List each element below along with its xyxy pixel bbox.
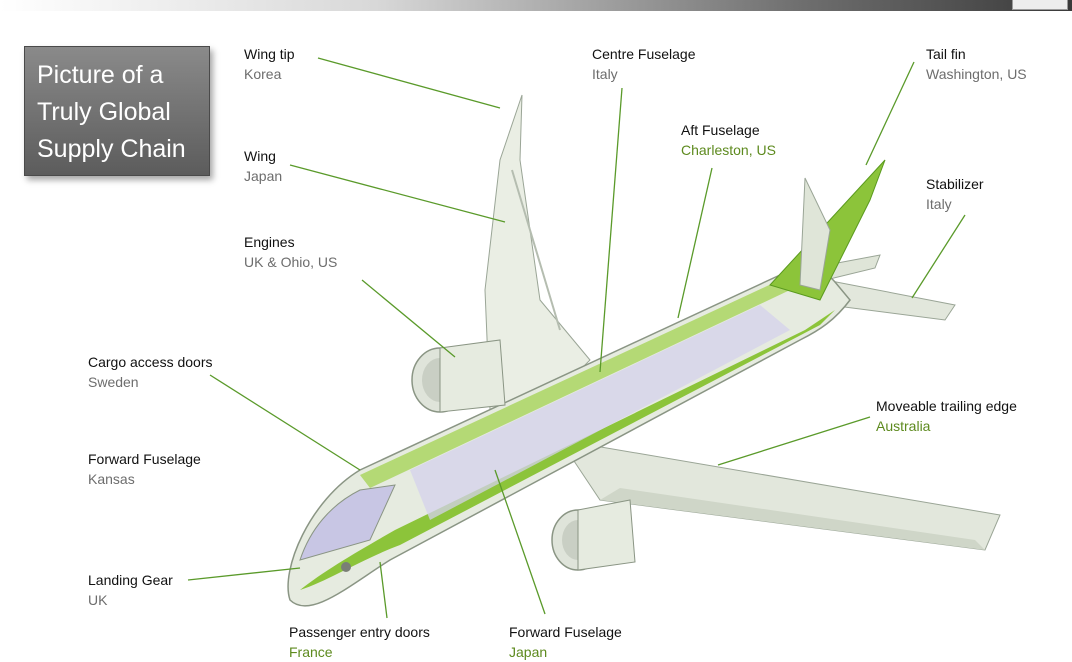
- slide-header-bar: [0, 0, 1072, 11]
- cockpit: [299, 484, 396, 561]
- leader-wing: [289, 164, 506, 223]
- nose-gear: [341, 562, 351, 572]
- right-wing-trailing-edge: [600, 488, 985, 550]
- leader-wing-tip: [317, 57, 501, 109]
- leader-aft-fuselage: [677, 167, 713, 319]
- part-name: Tail fin: [926, 46, 966, 62]
- slide-title: Picture of a Truly Global Supply Chain: [37, 61, 186, 163]
- origin-name: Kansas: [88, 471, 135, 487]
- callout-passenger-doors: Passenger entry doors France: [289, 622, 430, 662]
- origin-name: Italy: [592, 66, 618, 82]
- leader-forward-fuselage-japan: [494, 469, 546, 615]
- origin-name: Korea: [244, 66, 282, 82]
- origin-name: Japan: [509, 644, 548, 660]
- leader-tail-fin: [865, 61, 915, 166]
- callout-stabilizer: Stabilizer Italy: [926, 174, 984, 214]
- callout-wing-tip: Wing tip Korea: [244, 44, 295, 84]
- leader-engines: [361, 279, 456, 358]
- callout-trailing-edge: Moveable trailing edge Australia: [876, 396, 1017, 436]
- leader-centre-fuselage: [599, 87, 623, 373]
- leader-passenger-doors: [379, 561, 388, 619]
- origin-name: UK: [88, 592, 108, 608]
- right-engine: [551, 499, 636, 571]
- callout-aft-fuselage: Aft Fuselage Charleston, US: [681, 120, 776, 160]
- origin-name: Japan: [244, 168, 283, 184]
- origin-name: Sweden: [88, 374, 139, 390]
- header-tab: [1012, 0, 1068, 10]
- fuselage-green-floor: [300, 310, 835, 590]
- tail-fin-back: [799, 177, 831, 291]
- part-name: Engines: [244, 234, 295, 250]
- part-name: Moveable trailing edge: [876, 398, 1017, 414]
- leader-cargo-doors: [209, 374, 361, 471]
- callout-centre-fuselage: Centre Fuselage Italy: [592, 44, 696, 84]
- part-name: Passenger entry doors: [289, 624, 430, 640]
- fuselage-green-spine: [360, 280, 790, 488]
- part-name: Wing: [244, 148, 276, 164]
- wing-flap-line: [511, 169, 561, 331]
- leader-trailing-edge: [717, 416, 871, 466]
- callout-forward-fuselage-kansas: Forward Fuselage Kansas: [88, 449, 201, 489]
- origin-name: Washington, US: [926, 66, 1027, 82]
- origin-name: France: [289, 644, 333, 660]
- callout-tail-fin: Tail fin Washington, US: [926, 44, 1027, 84]
- callout-forward-fuselage-japan: Forward Fuselage Japan: [509, 622, 622, 662]
- part-name: Stabilizer: [926, 176, 984, 192]
- callout-landing-gear: Landing Gear UK: [88, 570, 173, 610]
- callout-wing: Wing Japan: [244, 146, 282, 186]
- left-engine: [411, 339, 506, 413]
- origin-name: Charleston, US: [681, 142, 776, 158]
- origin-name: Australia: [876, 418, 931, 434]
- part-name: Landing Gear: [88, 572, 173, 588]
- part-name: Centre Fuselage: [592, 46, 696, 62]
- part-name: Aft Fuselage: [681, 122, 760, 138]
- origin-name: Italy: [926, 196, 952, 212]
- cabin-interior: [410, 305, 790, 520]
- callout-cargo-doors: Cargo access doors Sweden: [88, 352, 213, 392]
- part-name: Cargo access doors: [88, 354, 213, 370]
- callout-engines: Engines UK & Ohio, US: [244, 232, 337, 272]
- part-name: Forward Fuselage: [88, 451, 201, 467]
- leader-stabilizer: [911, 214, 966, 299]
- part-name: Wing tip: [244, 46, 295, 62]
- origin-name: UK & Ohio, US: [244, 254, 338, 270]
- part-name: Forward Fuselage: [509, 624, 622, 640]
- leader-landing-gear: [187, 567, 301, 581]
- title-box: Picture of a Truly Global Supply Chain: [24, 46, 210, 176]
